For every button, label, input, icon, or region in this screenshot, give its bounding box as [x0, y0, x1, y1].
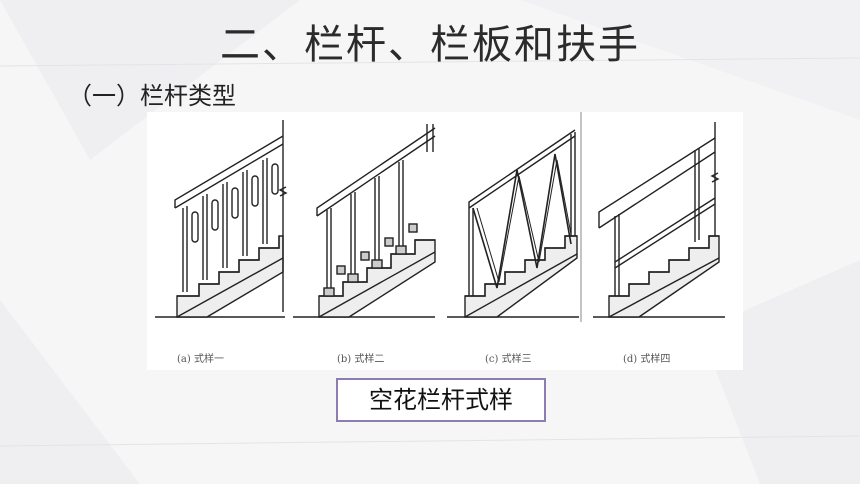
- caption-style-4: (d) 式样四: [623, 354, 671, 365]
- caption-style-2: (b) 式样二: [337, 354, 385, 365]
- slide-title: 二、栏杆、栏板和扶手: [220, 22, 640, 68]
- caption-style-3: (c) 式样三: [485, 354, 532, 365]
- railing-style-3-drawing: [447, 129, 579, 318]
- railing-style-2-drawing: [293, 124, 436, 318]
- railing-types-figure: (a) 式样一 (b) 式样二 (c) 式样三 (d) 式样四: [147, 112, 743, 370]
- railing-style-4-drawing: [580, 112, 725, 322]
- railing-style-1-drawing: [155, 120, 288, 318]
- caption-style-1: (a) 式样一: [177, 354, 224, 365]
- figure-caption-box: 空花栏杆式样: [336, 378, 546, 422]
- section-subtitle: （一）栏杆类型: [68, 82, 236, 110]
